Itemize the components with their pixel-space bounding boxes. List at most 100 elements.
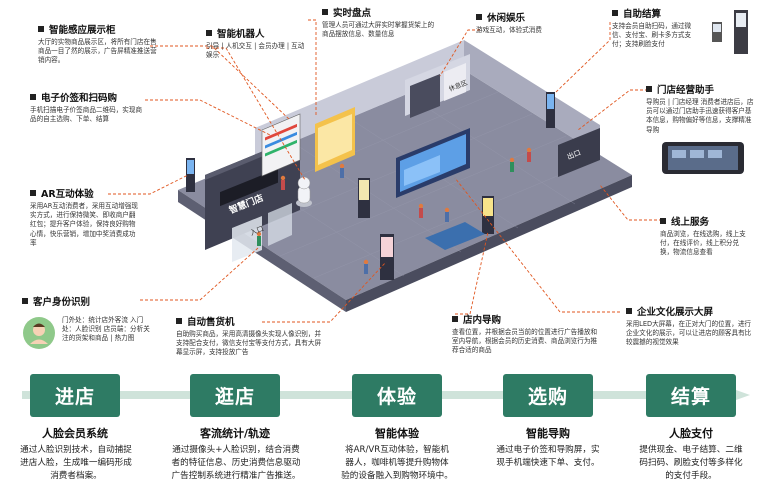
leader-eprice bbox=[145, 99, 271, 136]
stage-desc-experience: 将AR/VR互动体验，智能机 器人，咖啡机等提升购物体 验的设备融入到购物环境中… bbox=[330, 444, 464, 483]
checkout-terminal-icon bbox=[712, 10, 748, 54]
entrance-door bbox=[232, 216, 262, 262]
avatar-icon bbox=[23, 317, 55, 349]
store-back-wall-right bbox=[464, 40, 600, 155]
stage-desc-line: 进店人脸，生成唯一编码形成 bbox=[20, 458, 132, 468]
callout-identity: 客户身份识别 bbox=[22, 294, 152, 308]
callout-desc: 导购员 | 门店经理 消费者进店后，店员可以通过门店助手迅速获得客户基本信息，购… bbox=[646, 98, 754, 134]
stage-select: 选购 bbox=[503, 374, 593, 417]
entrance-sign-bg bbox=[220, 168, 278, 207]
leader-robot bbox=[206, 47, 306, 181]
callout-manager-helper: 门店经营助手 导购员 | 门店经理 消费者进店后，店员可以通过门店助手迅速获得客… bbox=[646, 82, 754, 135]
callout-title: 自助结算 bbox=[623, 9, 662, 20]
callout-navigation: 店内导购 查看位置，并根据会员当前的位置进行广告播放和室内导航，根据会员的历史消… bbox=[452, 312, 602, 356]
bullet-icon bbox=[612, 10, 618, 16]
callout-title: 休闲娱乐 bbox=[487, 13, 526, 24]
bullet-icon bbox=[476, 14, 482, 20]
stage-desc-line: 的支付手段。 bbox=[665, 471, 717, 481]
leader-identity bbox=[140, 247, 259, 301]
bullet-icon bbox=[30, 94, 36, 100]
stage-desc-line: 现手机端快速下单、支付。 bbox=[496, 458, 600, 468]
stage-heading-enter: 人脸会员系统 bbox=[42, 427, 108, 440]
stage-heading-select: 智能导购 bbox=[526, 427, 570, 440]
stage-desc-select: 通过电子价签和导购屏，实 现手机端快速下单、支付。 bbox=[482, 444, 614, 470]
bullet-icon bbox=[38, 26, 44, 32]
callout-ar: AR互动体验 采用AR互动消费者，采用互动增强现实方式，进行保持微笑、即收商户翻… bbox=[30, 186, 142, 248]
callout-title: 实时盘点 bbox=[333, 8, 372, 19]
stage-desc-line: 通过电子价签和导购屏，实 bbox=[496, 445, 600, 455]
display-cabinet bbox=[315, 107, 355, 172]
callout-display-cabinet: 智能感应展示柜 大厅的实物商品展示区，将所有门店在售商品一目了然的展示，广告屏精… bbox=[38, 22, 160, 66]
bullet-icon bbox=[322, 9, 328, 15]
stage-desc-line: 将AR/VR互动体验，智能机 bbox=[345, 445, 449, 455]
stage-browse: 逛店 bbox=[190, 374, 280, 417]
store-back-wall-left bbox=[255, 40, 464, 158]
callout-desc: 商品浏览，在线选购，线上支付，在线评价，线上积分兑换，物流信息查看 bbox=[660, 230, 746, 257]
leader-online bbox=[599, 184, 662, 221]
leader-display bbox=[150, 45, 291, 121]
stage-desc-line: 通过摄像头+人脸识别，结合消费 bbox=[172, 445, 300, 455]
shoppers bbox=[256, 147, 532, 274]
stage-heading-browse: 客流统计/轨迹 bbox=[199, 427, 271, 440]
bullet-icon bbox=[452, 316, 458, 322]
callout-desc: 大厅的实物商品展示区，将所有门店在售商品一目了然的展示，广告屏精准推送营销内容。 bbox=[38, 38, 157, 65]
exit-wall bbox=[558, 128, 600, 177]
stage-heading-checkout: 人脸支付 bbox=[669, 427, 713, 440]
callout-desc: 引导 | 人机交互 | 会员办理 | 互动娱乐 bbox=[206, 42, 305, 60]
leader-checkout bbox=[555, 22, 611, 93]
stage-checkout: 结算 bbox=[646, 374, 736, 417]
stage-enter: 进店 bbox=[30, 374, 120, 417]
rest-area bbox=[405, 54, 470, 118]
bullet-icon bbox=[176, 318, 182, 324]
store-floor-side-right bbox=[346, 175, 632, 312]
culture-led-wall bbox=[396, 128, 470, 198]
bullet-icon bbox=[660, 218, 666, 224]
callout-desc: 手机扫描电子价签商品二维码，实现商品的自主选购、下单、结算 bbox=[30, 106, 143, 124]
callout-self-checkout: 自助结算 支持会员自助扫码，通过微信、支付宝、刷卡多方式支付；支持刷脸支付 bbox=[612, 6, 704, 50]
callout-desc: 查看位置，并根据会员当前的位置进行广告播放和室内导航，根据会员的历史消费、商品浏… bbox=[452, 328, 598, 355]
stage-desc-enter: 通过人脸识别技术，自动捕捉 进店人脸，生成唯一编码形成 消费者档案。 bbox=[6, 444, 146, 483]
kiosk-right bbox=[546, 92, 555, 128]
bullet-icon bbox=[646, 86, 652, 92]
touch-table bbox=[425, 222, 485, 250]
leader-ar bbox=[108, 174, 189, 195]
stage-desc-line: 广告控制系统进行精准广告推送。 bbox=[171, 471, 301, 481]
stage-desc-browse: 通过摄像头+人脸识别，结合消费 者的特征信息、历史消费信息驱动 广告控制系统进行… bbox=[160, 444, 312, 483]
leader-navigation bbox=[455, 231, 489, 315]
bullet-icon bbox=[206, 30, 212, 36]
callout-desc: 采用LED大屏幕，在正对大门的位置，进行企业文化的展示，可以让进店的顾客具有比较… bbox=[626, 320, 752, 347]
callout-e-price: 电子价签和扫码购 手机扫描电子价签商品二维码，实现商品的自主选购、下单、结算 bbox=[30, 90, 148, 124]
callout-online: 线上服务 商品浏览，在线选购，线上支付，在线评价，线上积分兑换，物流信息查看 bbox=[660, 214, 752, 258]
callout-title: 客户身份识别 bbox=[33, 297, 91, 308]
callout-stocktake: 实时盘点 管理人员可通过大屏实时掌握货架上的商品摆放信息、数量信息 bbox=[322, 5, 440, 39]
robot bbox=[296, 176, 312, 207]
leader-stocktake bbox=[308, 19, 317, 115]
callout-desc: 采用AR互动消费者，采用互动增强现实方式，进行保持微笑、即收商户翻红包；提升客户… bbox=[30, 202, 138, 247]
callout-culture-screen: 企业文化展示大屏 采用LED大屏幕，在正对大门的位置，进行企业文化的展示，可以让… bbox=[626, 304, 756, 348]
leader-manager bbox=[577, 89, 648, 131]
callout-robot: 智能机器人 引导 | 人机交互 | 会员办理 | 互动娱乐 bbox=[206, 26, 306, 60]
callout-desc: 游戏互动，体验式消费 bbox=[476, 26, 542, 34]
stage-desc-line: 通过人脸识别技术，自动捕捉 bbox=[20, 445, 132, 455]
bullet-icon bbox=[22, 298, 28, 304]
callout-title: 门店经营助手 bbox=[657, 85, 715, 96]
stage-desc-checkout: 提供现金、电子结算、二维 码扫码、刷脸支付等多样化 的支付手段。 bbox=[624, 444, 758, 483]
stage-desc-line: 码扫码、刷脸支付等多样化 bbox=[639, 458, 743, 468]
store-illustration bbox=[108, 19, 662, 323]
tablet-icon bbox=[662, 142, 744, 174]
callout-desc: 支持会员自助扫码，通过微信、支付宝、刷卡多方式支付；支持刷脸支付 bbox=[612, 22, 692, 49]
callout-desc: 自助购买商品，采用高清摄像头实现人像识别，并支持配合支付，微信支付宝等支付方式，… bbox=[176, 330, 322, 357]
bullet-icon bbox=[626, 308, 632, 314]
callout-leisure: 休闲娱乐 游戏互动，体验式消费 bbox=[476, 10, 576, 35]
leader-leisure bbox=[439, 29, 480, 77]
stage-desc-line: 提供现金、电子结算、二维 bbox=[639, 445, 743, 455]
leader-vending bbox=[262, 261, 387, 323]
callout-title: 电子价签和扫码购 bbox=[41, 93, 118, 104]
callout-vending: 自动售货机 自助购买商品，采用高清摄像头实现人像识别，并支持配合支付，微信支付宝… bbox=[176, 314, 324, 358]
stage-experience: 体验 bbox=[352, 374, 442, 417]
identity-desc: 门外处：统计店外客流 入门处：人脸识别 店员端：分析关注的货架和商品 | 热力图 bbox=[62, 316, 150, 343]
callout-desc: 管理人员可通过大屏实时掌握货架上的商品摆放信息、数量信息 bbox=[322, 21, 435, 39]
stage-desc-line: 器人，咖啡机等提升购物体 bbox=[345, 458, 449, 468]
kiosk-left bbox=[186, 158, 195, 192]
callout-title: AR互动体验 bbox=[41, 189, 94, 200]
